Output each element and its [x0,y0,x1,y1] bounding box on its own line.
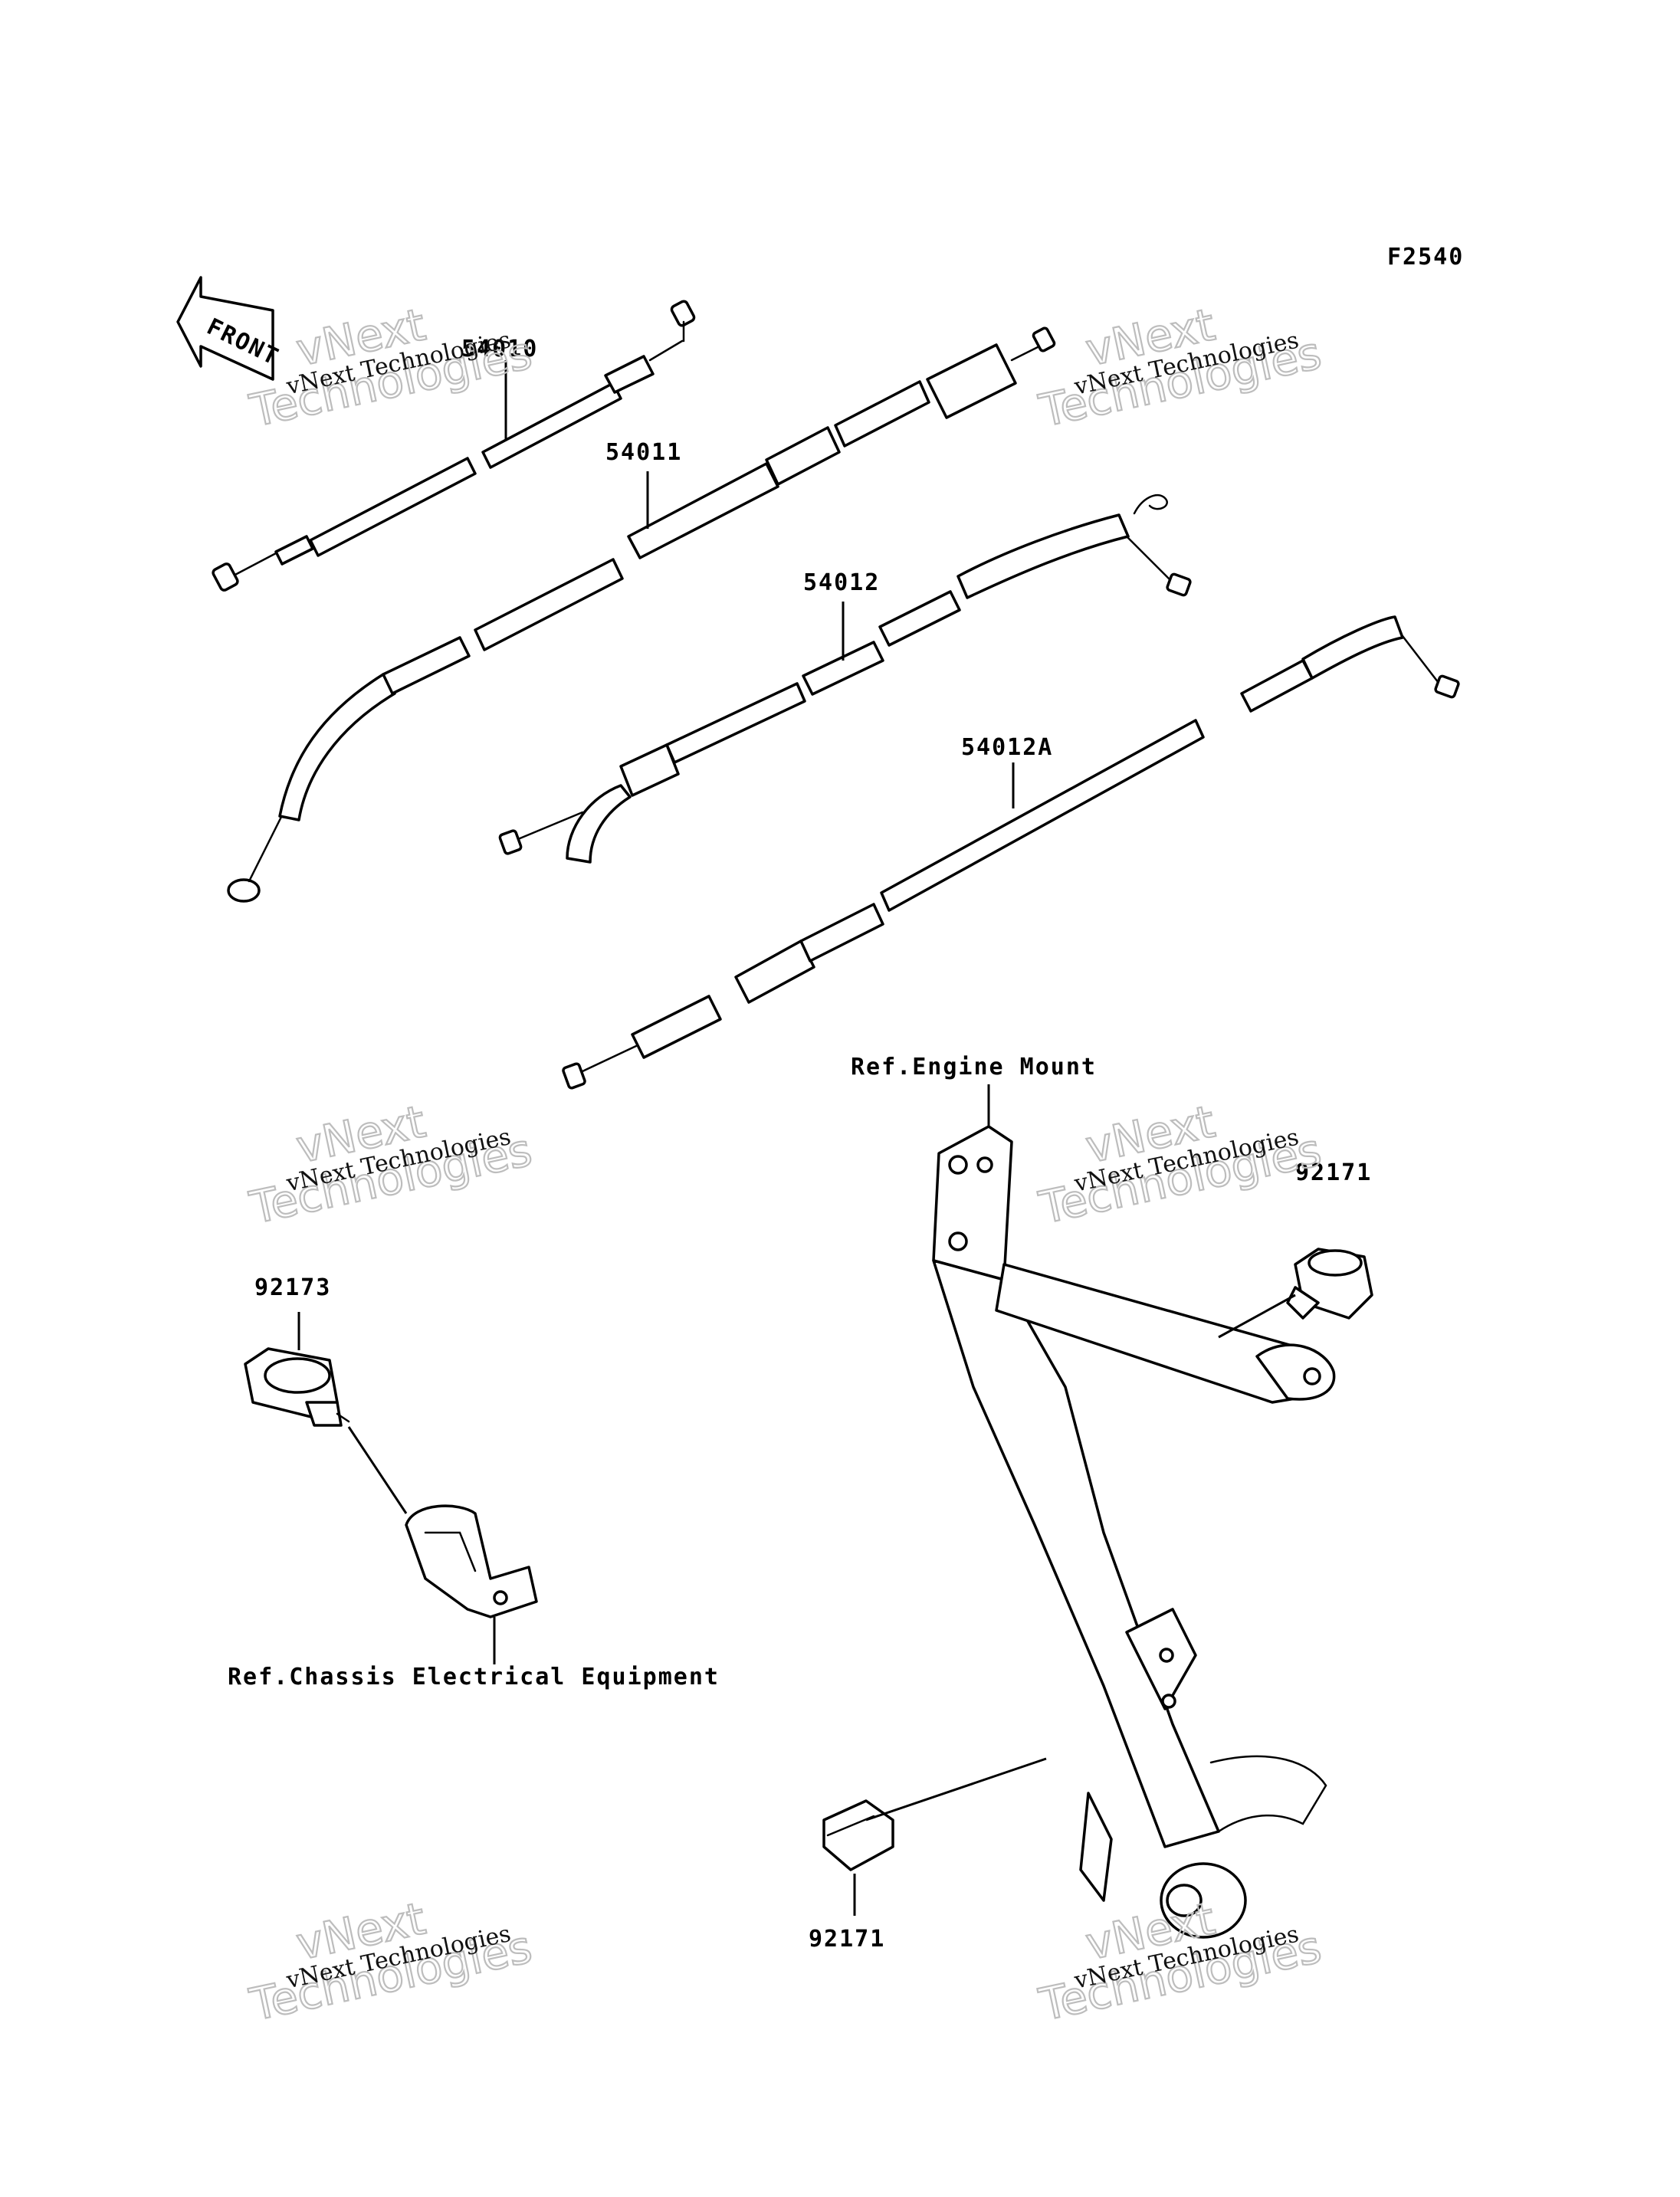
cable-54012a [562,615,1460,1090]
watermark-2: vNext Technologies vNext Technologies [1034,297,1327,438]
part-54012a-label: 54012A [961,734,1053,761]
part-92173-label: 92173 [254,1274,331,1301]
engine-mount-frame [932,1125,1336,1939]
chassis-bracket [405,1504,538,1618]
watermark-4: vNext Technologies vNext Technologies [1034,1094,1327,1235]
ref-engine-mount-label: Ref.Engine Mount [851,1054,1097,1080]
clamp-92171-upper [1286,1248,1373,1320]
part-92171-lower-label: 92171 [809,1926,885,1953]
watermark-1: vNext Technologies vNext Technologies [244,297,537,438]
part-92171-upper-label: 92171 [1295,1159,1372,1186]
diagram-code: F2540 [1387,244,1464,271]
ref-chassis-electrical-label: Ref.Chassis Electrical Equipment [228,1664,720,1690]
part-54012-label: 54012 [803,569,880,596]
cable-54011 [227,326,1056,903]
part-54011-label: 54011 [605,439,682,466]
switch-92173 [244,1347,350,1427]
watermark-3: vNext Technologies vNext Technologies [244,1094,537,1235]
leader-92171-upper [1218,1294,1296,1339]
leader-switch-to-bracket [347,1426,408,1514]
watermark-5: vNext Technologies vNext Technologies [244,1891,537,2031]
front-arrow-icon: FRONT [176,276,284,381]
leader-92171-lower [865,1757,1047,1822]
cable-54012 [498,494,1192,864]
clamp-92171-lower [822,1799,894,1871]
part-54010-label: 54010 [461,336,538,362]
cable-54010 [212,300,696,592]
